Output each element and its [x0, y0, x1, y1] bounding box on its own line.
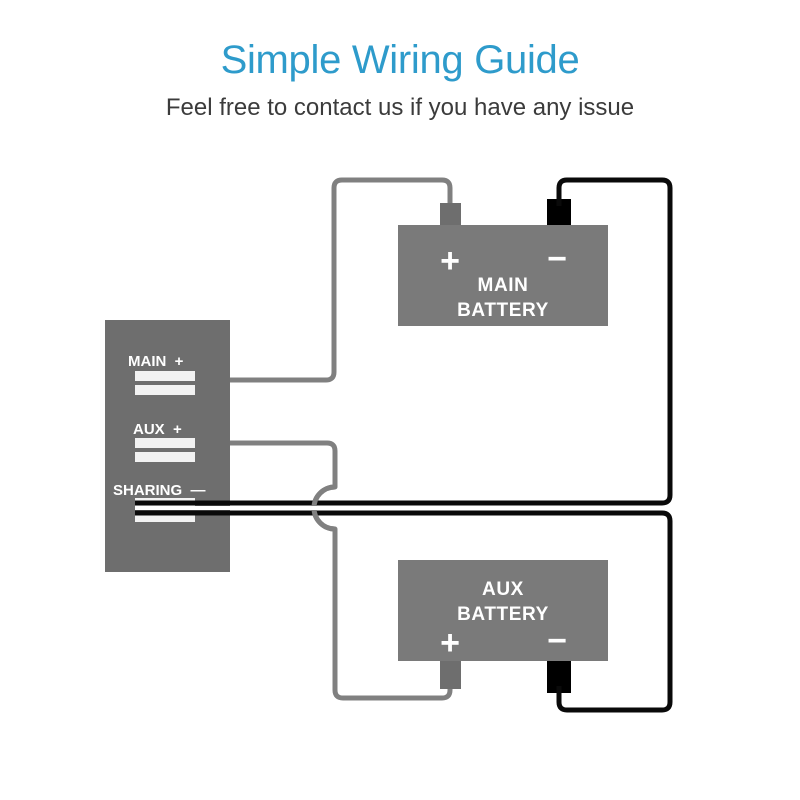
aux-battery-body	[398, 560, 608, 661]
page-subtitle: Feel free to contact us if you have any …	[165, 94, 635, 121]
main-battery-body	[398, 225, 608, 326]
main-battery-plus-symbol: +	[440, 242, 460, 280]
sharing-main-negative-wire	[140, 177, 673, 506]
aux-battery-minus-symbol: −	[547, 622, 567, 660]
panel-terminal-bar-aux-2	[135, 452, 195, 462]
main-battery-label-line1: MAIN	[478, 275, 529, 296]
panel-terminal-bar-main-1	[135, 371, 195, 381]
sharing-wire-separator	[135, 506, 670, 510]
main-battery-minus-symbol: −	[547, 240, 567, 278]
main-battery-label-line2: BATTERY	[457, 300, 549, 321]
panel-terminal-label-aux: AUX +	[133, 421, 182, 438]
panel-terminal-bar-main-2	[135, 385, 195, 395]
main-battery-positive-post	[440, 203, 461, 231]
panel-terminal-label-sharing: SHARING —	[113, 482, 206, 499]
aux-battery-label-line2: BATTERY	[457, 604, 549, 625]
page-title: Simple Wiring Guide	[220, 38, 580, 82]
aux-battery-positive-post	[440, 661, 461, 689]
panel-terminal-bar-sharing-2	[135, 512, 195, 522]
aux-battery-label-line1: AUX	[482, 579, 524, 600]
sharing-wire-stub-upper	[135, 500, 230, 506]
sharing-wire-stub-lower	[135, 510, 230, 516]
main-positive-wire	[205, 177, 453, 383]
panel-terminal-bar-aux-1	[135, 438, 195, 448]
sharing-aux-negative-wire	[140, 510, 673, 713]
aux-battery-plus-symbol: +	[440, 624, 460, 662]
panel-terminal-label-main: MAIN +	[128, 353, 184, 370]
